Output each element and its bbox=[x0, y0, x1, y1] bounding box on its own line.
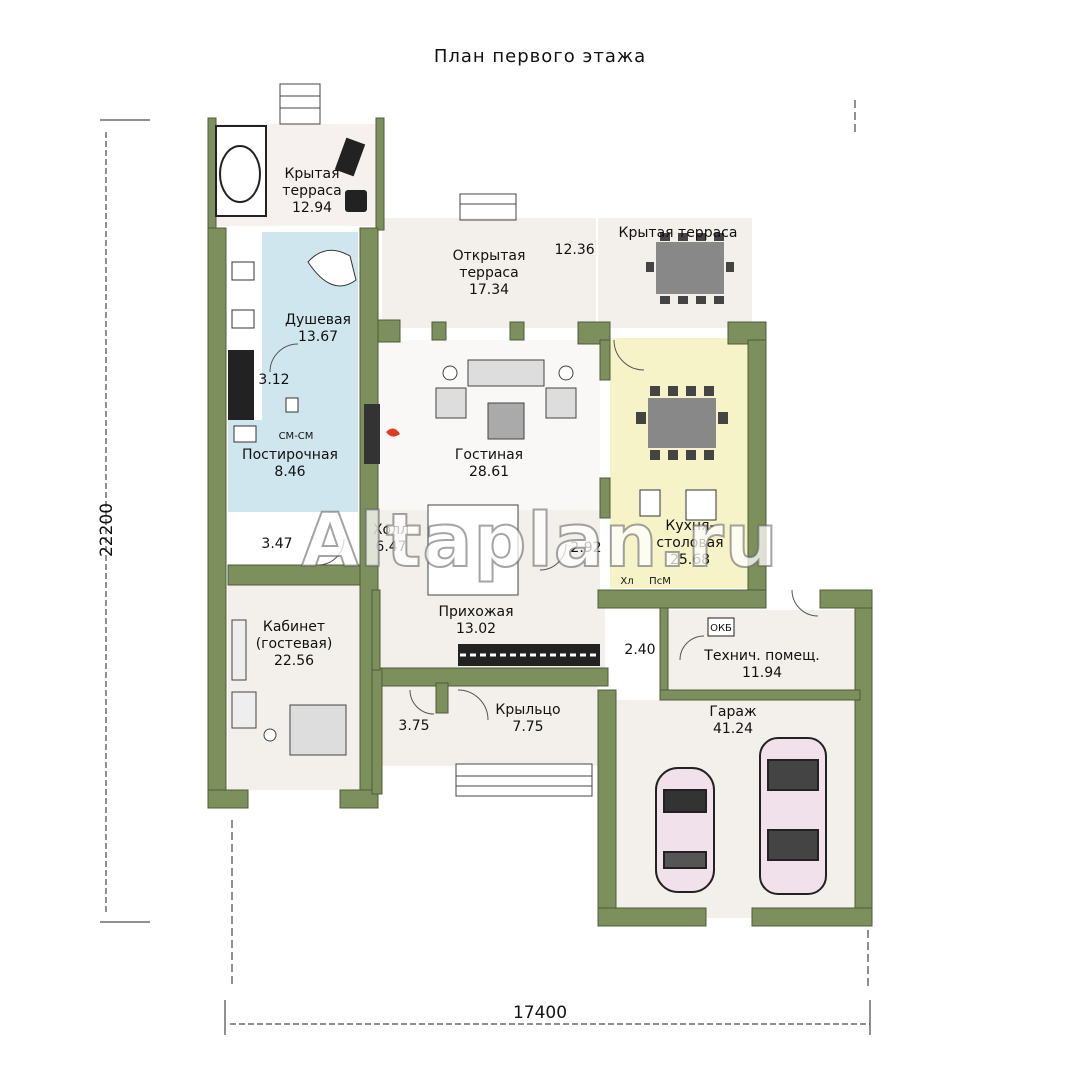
plan-title: План первого этажа bbox=[433, 46, 647, 67]
bathtub-icon bbox=[215, 125, 267, 217]
room-area: 7.75 bbox=[512, 719, 544, 735]
room-name: Кабинет (гостевая) bbox=[255, 619, 333, 652]
room-area: 3.12 bbox=[258, 372, 290, 388]
room-store-240: 2.40 bbox=[624, 642, 655, 659]
room-garage: Гараж 41.24 bbox=[709, 704, 756, 738]
room-small-312: 3.12 bbox=[258, 372, 289, 389]
room-area: 6.47 bbox=[375, 539, 407, 555]
porch-floor bbox=[382, 686, 598, 766]
room-office: Кабинет (гостевая) 22.56 bbox=[256, 619, 333, 670]
room-name: Гостиная bbox=[454, 447, 524, 463]
sofa-icon bbox=[435, 359, 577, 440]
room-terrace-open: Открытая терраса 17.34 bbox=[453, 248, 526, 299]
car-right-icon bbox=[759, 737, 827, 895]
room-area: 28.61 bbox=[468, 464, 510, 480]
fireplace-icon bbox=[364, 404, 400, 464]
kitchen-dishwasher-label: ПсМ bbox=[649, 576, 671, 587]
watermark: Altaplan.ru bbox=[300, 497, 779, 585]
room-name: Кухня- столовая bbox=[656, 518, 724, 551]
room-area: 41.24 bbox=[712, 721, 754, 737]
steps-top-left bbox=[279, 83, 321, 125]
room-area: 13.02 bbox=[455, 621, 497, 637]
room-name: Прихожая bbox=[438, 604, 514, 620]
car-left-icon bbox=[655, 767, 715, 893]
room-name: Открытая терраса bbox=[452, 248, 526, 281]
room-area: 12.36 bbox=[554, 242, 595, 258]
kitchen-floor bbox=[610, 338, 750, 588]
room-name: Постирочная bbox=[242, 447, 338, 463]
room-entry: Прихожая 13.02 bbox=[439, 604, 514, 638]
room-living: Гостиная 28.61 bbox=[455, 447, 523, 481]
room-porch: Крыльцо 7.75 bbox=[495, 702, 560, 736]
room-laundry: Постирочная 8.46 bbox=[242, 447, 338, 481]
room-closet-292: 2.92 bbox=[570, 540, 601, 557]
room-name: Гараж bbox=[709, 704, 757, 720]
room-area: 8.46 bbox=[274, 464, 306, 480]
porch-steps bbox=[455, 763, 593, 797]
dining-table-kitchen-icon bbox=[636, 386, 728, 460]
room-shower: Душевая 13.67 bbox=[285, 312, 351, 346]
room-area: 3.75 bbox=[398, 718, 430, 734]
washer-label: СМ-СМ bbox=[278, 431, 314, 442]
room-vestibule-375: 3.75 bbox=[398, 718, 429, 735]
stair-left-icon bbox=[228, 350, 254, 420]
dimension-width: 17400 bbox=[512, 1003, 568, 1023]
room-area: 3.47 bbox=[261, 536, 293, 552]
door-swings bbox=[269, 339, 819, 721]
office-furniture bbox=[231, 619, 347, 756]
room-hall: Холл 6.47 bbox=[373, 522, 409, 556]
room-area: 12.94 bbox=[291, 200, 333, 216]
room-terrace-covered-right: Крытая терраса 12.36 bbox=[555, 225, 738, 259]
room-area: 2.40 bbox=[624, 642, 656, 658]
room-name: Душевая bbox=[285, 312, 351, 328]
shoe-rack-icon bbox=[458, 644, 600, 666]
boiler-label: ОКБ bbox=[710, 623, 732, 634]
dining-table-terrace-icon bbox=[646, 233, 734, 304]
shower-fixtures bbox=[231, 249, 357, 443]
room-name: Холл bbox=[372, 522, 410, 538]
tech-floor bbox=[665, 610, 857, 698]
room-name: Крытая терраса bbox=[282, 166, 342, 199]
stove-icon bbox=[639, 489, 717, 521]
room-name: Крыльцо bbox=[495, 702, 561, 718]
stair-area bbox=[427, 504, 519, 596]
lounge-chairs-icon bbox=[334, 137, 367, 212]
room-area: 11.94 bbox=[741, 665, 783, 681]
room-name: Крытая терраса bbox=[618, 225, 738, 241]
room-wc-347: 3.47 bbox=[261, 536, 292, 553]
kitchen-fridge-label: Хл bbox=[620, 576, 634, 587]
room-area: 25.68 bbox=[669, 552, 711, 568]
terrace-open-floor bbox=[382, 218, 596, 328]
room-tech: Технич. помещ. 11.94 bbox=[704, 648, 819, 682]
dimension-height: 22200 bbox=[97, 502, 117, 558]
steps-open-terrace bbox=[459, 193, 517, 221]
room-area: 2.92 bbox=[570, 540, 602, 556]
room-area: 17.34 bbox=[468, 282, 510, 298]
boiler-icon bbox=[707, 617, 735, 637]
room-area: 13.67 bbox=[297, 329, 339, 345]
office-floor bbox=[228, 585, 360, 790]
room-kitchen: Кухня- столовая 25.68 bbox=[656, 518, 723, 569]
room-terrace-covered-left: Крытая терраса 12.94 bbox=[282, 166, 341, 217]
walls bbox=[207, 117, 873, 927]
dimension-lines bbox=[100, 100, 871, 1035]
room-name: Технич. помещ. bbox=[704, 648, 820, 664]
room-area: 22.56 bbox=[273, 653, 315, 669]
